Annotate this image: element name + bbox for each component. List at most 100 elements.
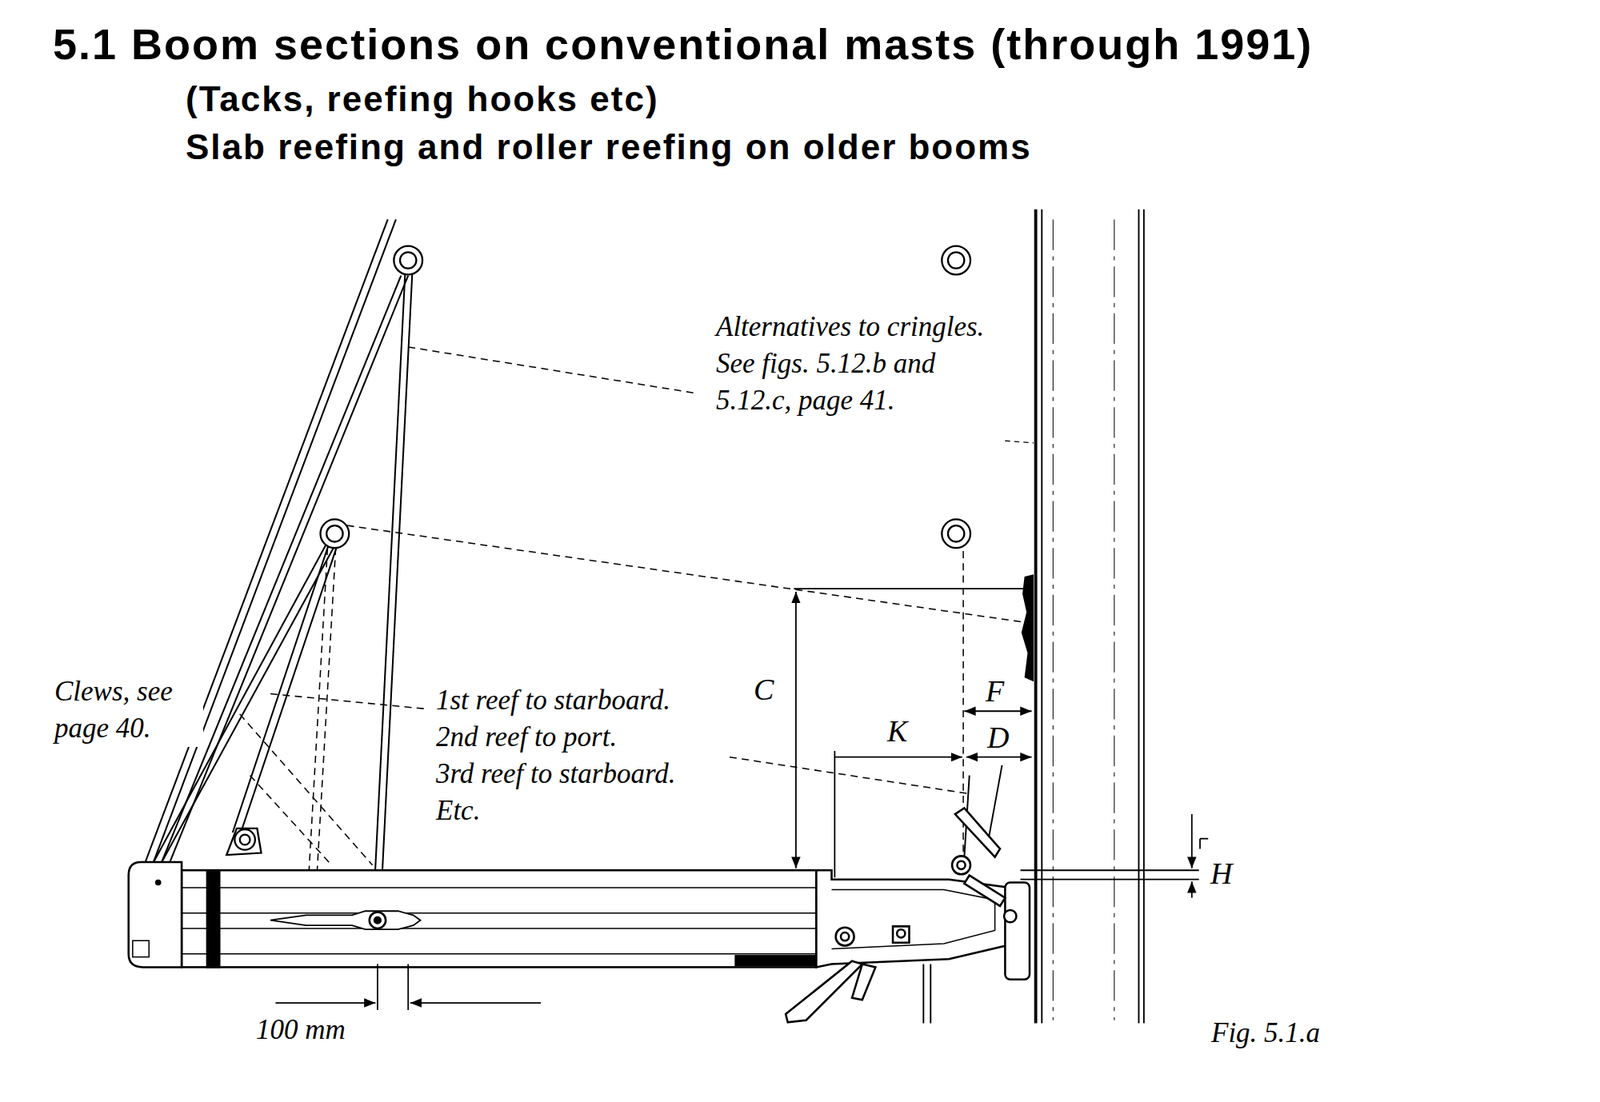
figure-caption: Fig. 5.1.a [1208, 1015, 1323, 1052]
gooseneck-part [840, 932, 849, 941]
mast-part [1052, 219, 1054, 1020]
boom-part [734, 955, 816, 967]
cringles-part [948, 525, 964, 542]
dimension-lines-part [1200, 838, 1208, 840]
sail-lines-part [144, 219, 388, 864]
boom-part [128, 862, 182, 968]
boom-part [374, 917, 381, 924]
reefing-hook-part [952, 856, 971, 875]
dimension-lines-part [834, 756, 962, 759]
boom [128, 862, 817, 968]
dimension-lines-part [833, 751, 836, 878]
dimension-lines-part [275, 1002, 376, 1004]
mast-part [1021, 574, 1034, 682]
cringles-part [326, 525, 343, 542]
dashed-reef-lines-part [729, 757, 970, 795]
dimension-lines-part [966, 756, 1032, 759]
dimension-lines-part [1020, 879, 1200, 881]
dashed-reef-lines-part [316, 548, 336, 886]
note-label: 1st reef to starboard. [433, 682, 673, 720]
cringles-part [226, 828, 261, 856]
cringles-part [941, 519, 971, 548]
subtitle: (Tacks, reefing hooks etc) [185, 80, 660, 119]
boom-part [181, 953, 816, 956]
cringles-part [393, 246, 423, 276]
dimension-lines-part [793, 588, 1026, 590]
note-label: Clews, see page 40. [54, 673, 204, 748]
gooseneck-part [816, 870, 1020, 968]
gooseneck-part [852, 964, 876, 1001]
cringles-part [240, 835, 251, 846]
boom-part [270, 911, 421, 930]
mast-part [1143, 209, 1145, 1024]
boom-part [181, 870, 816, 968]
dashed-reef-lines-part [347, 525, 1026, 623]
gooseneck-part [1004, 910, 1016, 923]
dimension-lines-part [1020, 869, 1200, 872]
page-title: 5.1 Boom sections on conventional masts … [52, 20, 1313, 68]
gooseneck-part [832, 889, 996, 949]
dashed-reef-lines-part [408, 347, 694, 393]
gooseneck-part [1004, 883, 1030, 980]
gooseneck-part [896, 929, 905, 938]
cringles-part [941, 246, 971, 276]
note-label: Alternatives to cringles. See figs. 5.12… [716, 308, 1014, 420]
dimension-letter: K [884, 715, 910, 748]
boom-part [369, 912, 386, 929]
boom-part [181, 887, 816, 889]
cringles-part [948, 252, 964, 268]
sail-lines-part [152, 219, 396, 864]
dimension-lines-part [410, 1002, 541, 1004]
dashed-reef-lines-part [250, 776, 332, 866]
reefing-hook-part [955, 808, 1000, 857]
dimension-lines-part [376, 964, 379, 1011]
cringles-part [234, 829, 256, 851]
boom-part [132, 940, 149, 957]
sail-lines [144, 219, 412, 896]
mast-part [1113, 219, 1115, 1020]
dimension-lines-part [1191, 881, 1193, 898]
sail-lines-part [240, 547, 337, 833]
reefing-hook-part [956, 861, 965, 870]
dashed-reef-lines [240, 347, 1026, 896]
sail-lines-part [374, 273, 405, 886]
dimension-lines [275, 588, 1208, 1011]
mast-part [1004, 440, 1034, 444]
cringles-part [400, 252, 416, 268]
dimension-lines-part [1199, 839, 1201, 850]
boom-part [155, 880, 162, 887]
boom-part [207, 870, 220, 968]
dimension-lines-part [964, 710, 1032, 712]
gooseneck-part [929, 964, 932, 1024]
boom-part [181, 928, 816, 930]
subtitle: Slab reefing and roller reefing on older… [185, 128, 1032, 167]
dashed-reef-lines-part [962, 551, 964, 852]
dimension-lines-part [407, 964, 409, 1011]
gooseneck-part [836, 928, 855, 947]
gooseneck-part [892, 926, 909, 943]
dimension-letter: D [984, 721, 1012, 754]
sail-lines-part [381, 273, 412, 886]
dashed-reef-lines-part [270, 694, 429, 710]
sail-lines-part [169, 276, 408, 864]
mast-part [1138, 209, 1140, 1024]
reefing-hook-part [964, 876, 1005, 907]
gooseneck [785, 870, 1030, 1024]
mast [1004, 209, 1144, 1024]
note-label: 2nd reef to port. [433, 719, 620, 756]
dimension-lines-part [1191, 814, 1193, 869]
dimension-letter: C [751, 673, 776, 706]
sail-lines-part [232, 544, 329, 833]
boom-part [181, 912, 816, 915]
reefing-hook [952, 765, 1005, 907]
dimension-letter: F [983, 675, 1007, 708]
mast-part [1040, 209, 1043, 1024]
mast-part [1034, 209, 1038, 1024]
dimension-value: 100 mm [253, 1012, 348, 1049]
gooseneck-part [785, 961, 863, 1024]
note-label: Etc. [433, 792, 483, 830]
cringles-part [320, 519, 350, 548]
dimension-lines-part [795, 592, 797, 869]
dashed-reef-lines-part [308, 548, 328, 886]
